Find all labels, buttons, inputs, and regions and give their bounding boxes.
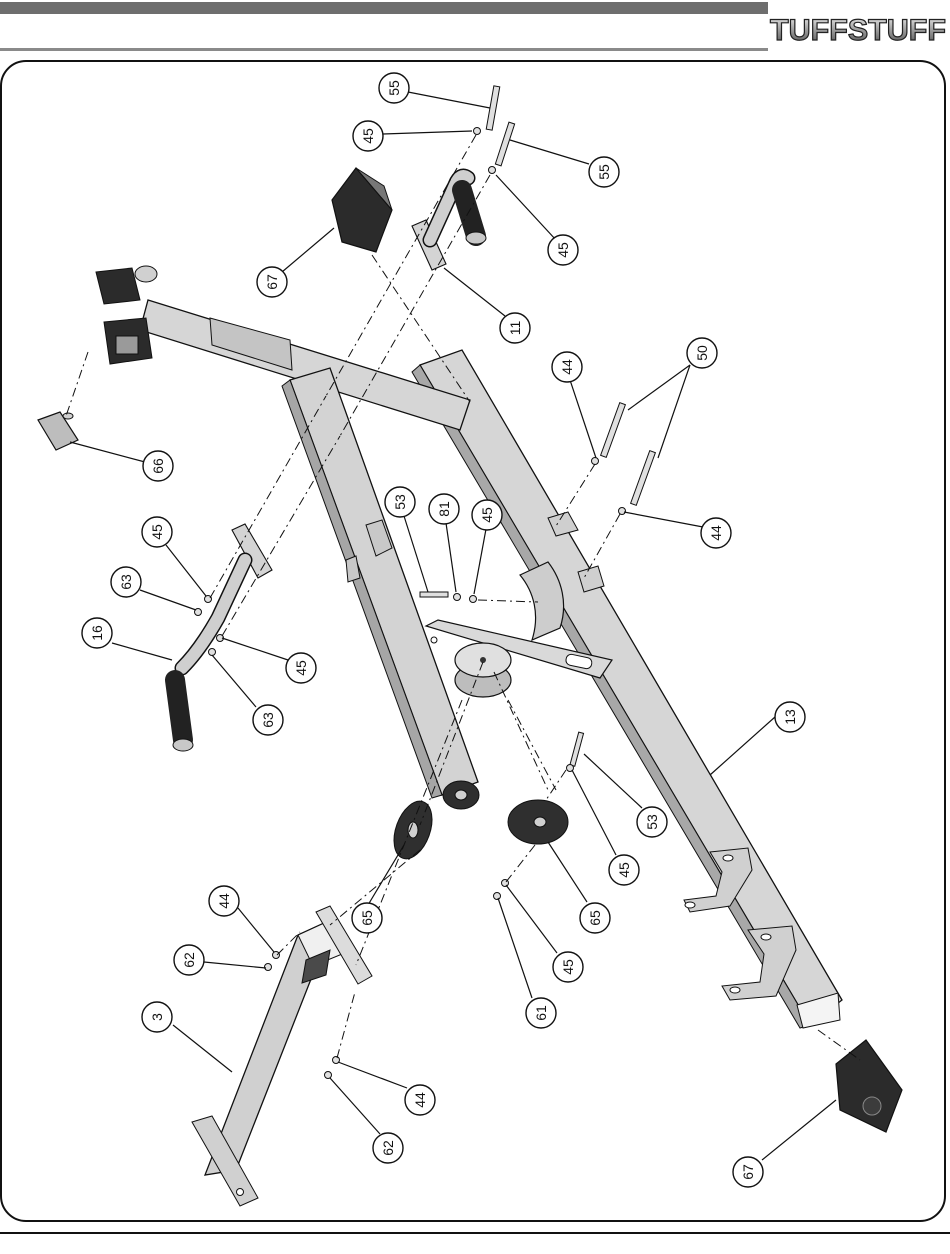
callout-label: 13 — [782, 709, 798, 725]
part-66-pop-pin — [38, 412, 78, 450]
callout-label: 62 — [181, 952, 197, 968]
callout-label: 11 — [507, 321, 523, 336]
callout-label: 61 — [533, 1005, 549, 1021]
callout-45-center: 45 — [472, 500, 502, 530]
callout-50: 50 — [687, 338, 717, 368]
callout-16: 16 — [82, 618, 112, 648]
callout-label: 53 — [392, 494, 408, 510]
callout-label: 65 — [359, 910, 375, 926]
callout-62-lower: 62 — [373, 1133, 403, 1163]
callout-label: 50 — [694, 345, 710, 361]
callout-44-right: 44 — [701, 518, 731, 548]
callout-44-upper: 44 — [552, 352, 582, 382]
callout-45-right-lower: 45 — [609, 855, 639, 885]
part-65-pulleys — [387, 796, 568, 864]
top-pulley — [455, 643, 511, 697]
callout-45-bottom: 45 — [553, 952, 583, 982]
callout-44-lower: 44 — [405, 1085, 435, 1115]
callout-81: 81 — [429, 494, 459, 524]
part-3-front-leg — [192, 906, 372, 1206]
callout-label: 45 — [560, 959, 576, 975]
callout-label: 55 — [596, 164, 612, 180]
callout-label: 62 — [380, 1140, 396, 1156]
part-67-end-cap-top — [332, 168, 392, 252]
callout-label: 44 — [412, 1092, 428, 1108]
callout-label: 16 — [89, 625, 105, 641]
callout-label: 55 — [386, 80, 402, 96]
callout-45-left-lower: 45 — [286, 653, 316, 683]
callout-65-left: 65 — [352, 903, 382, 933]
callout-label: 45 — [479, 507, 495, 523]
callout-label: 45 — [293, 660, 309, 676]
callout-61: 61 — [526, 998, 556, 1028]
callout-label: 45 — [555, 242, 571, 258]
callout-label: 45 — [360, 128, 376, 144]
arm-end-pulley — [443, 781, 479, 809]
callout-62-upper: 62 — [174, 945, 204, 975]
callout-55-upper: 55 — [379, 73, 409, 103]
callout-45-left-upper: 45 — [142, 517, 172, 547]
callout-11: 11 — [500, 313, 530, 343]
callout-53-lower: 53 — [637, 807, 667, 837]
part-67-end-cap-bottom — [836, 1040, 902, 1132]
callout-label: 63 — [260, 712, 276, 728]
callout-53-upper: 53 — [385, 487, 415, 517]
part-11-handle-arm — [412, 176, 486, 270]
callout-44-left: 44 — [209, 886, 239, 916]
callout-67-bottom: 67 — [733, 1157, 763, 1187]
callout-label: 3 — [149, 1013, 165, 1021]
callout-label: 65 — [587, 910, 603, 926]
callout-label: 53 — [644, 814, 660, 830]
callout-67-top: 67 — [257, 267, 287, 297]
callout-66: 66 — [143, 451, 173, 481]
callout-label: 44 — [216, 893, 232, 909]
callout-45-right: 45 — [548, 235, 578, 265]
callout-label: 45 — [149, 524, 165, 540]
callout-63-upper: 63 — [111, 567, 141, 597]
callout-label: 63 — [118, 574, 134, 590]
callout-label: 66 — [150, 458, 166, 474]
callout-label: 44 — [708, 525, 724, 541]
callout-label: 67 — [740, 1164, 756, 1180]
callout-13: 13 — [775, 702, 805, 732]
callout-label: 67 — [264, 274, 280, 290]
callout-55-right: 55 — [589, 157, 619, 187]
callout-label: 45 — [616, 862, 632, 878]
callout-63-lower: 63 — [253, 705, 283, 735]
callout-65-right: 65 — [580, 903, 610, 933]
callout-label: 81 — [436, 501, 452, 517]
callout-3: 3 — [142, 1002, 172, 1032]
callout-45-upper: 45 — [353, 121, 383, 151]
callout-label: 44 — [559, 359, 575, 375]
